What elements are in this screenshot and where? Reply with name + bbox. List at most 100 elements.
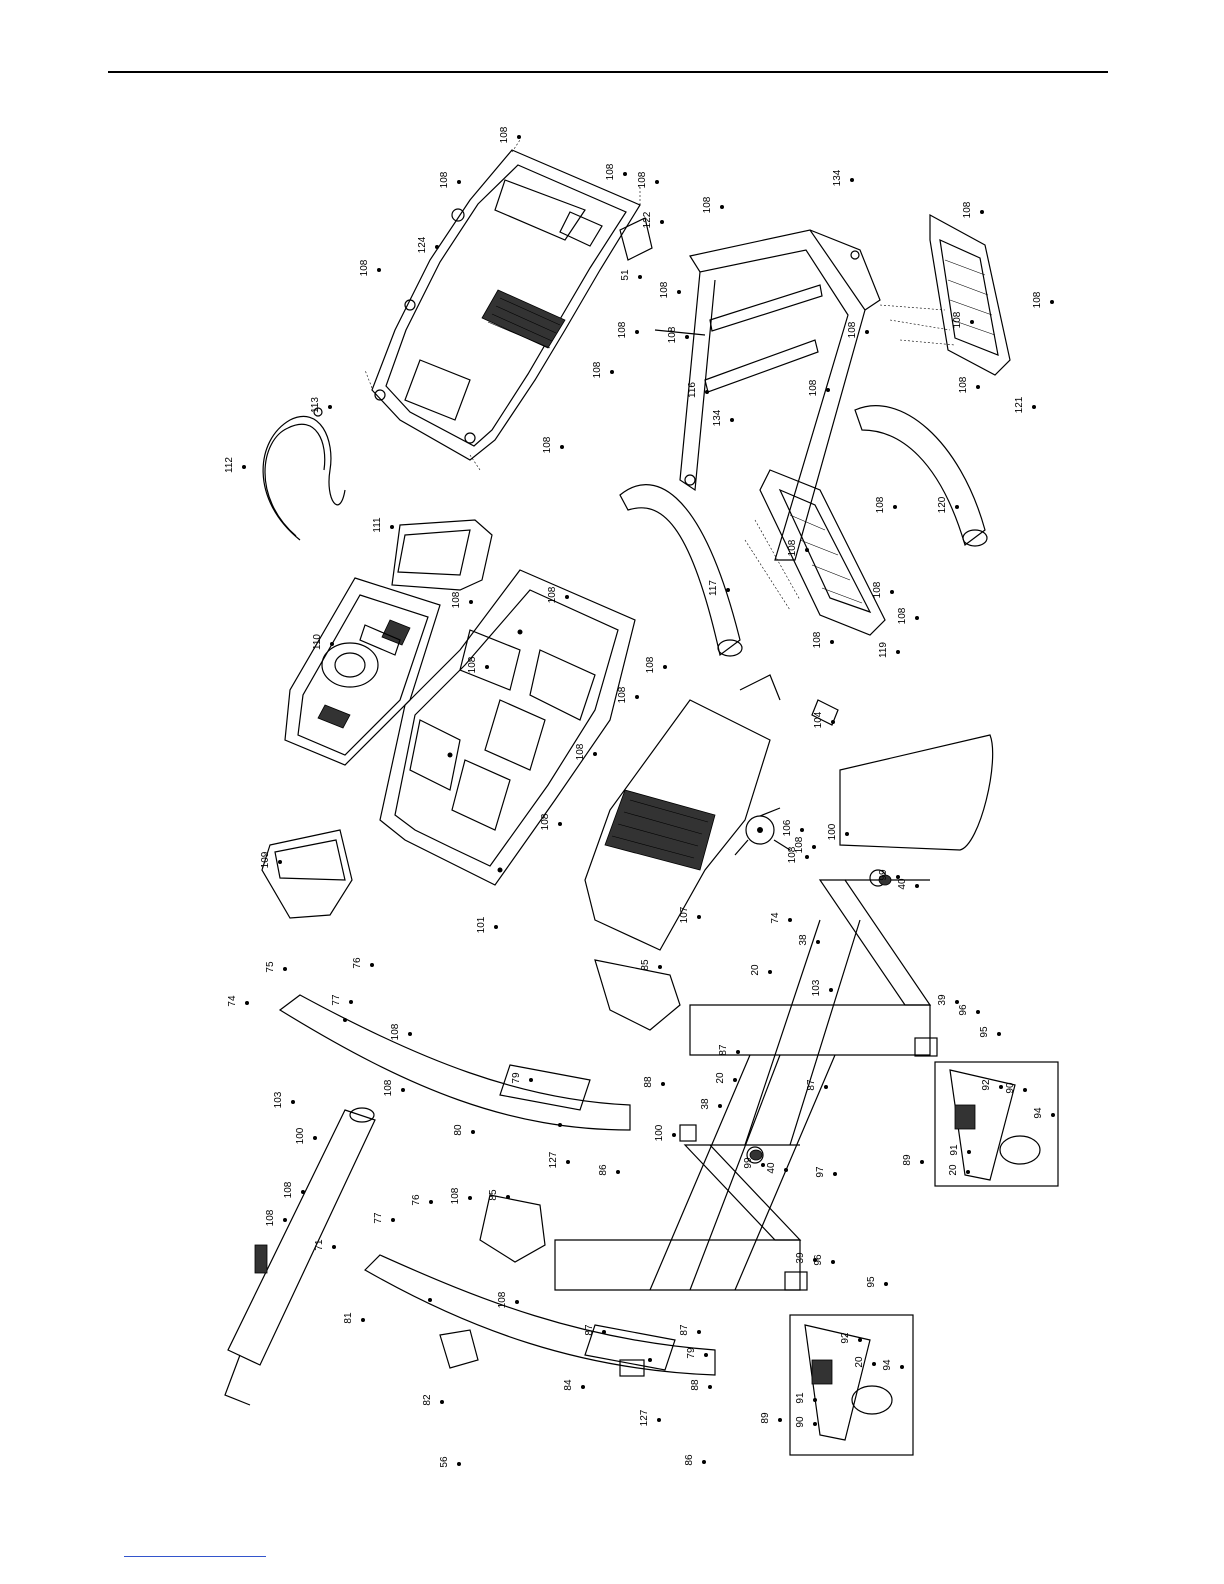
- callout-marker: [1050, 300, 1054, 304]
- callout-marker: [655, 180, 659, 184]
- callout-marker: [332, 1245, 336, 1249]
- mount-plate-lower: [584, 1324, 676, 1371]
- part-callout-87: 87: [718, 1044, 729, 1056]
- part-callout-96: 96: [813, 1254, 824, 1266]
- part-callout-108: 108: [265, 1209, 276, 1226]
- part-callout-119: 119: [878, 642, 889, 658]
- callout-marker: [391, 1218, 395, 1222]
- part-callout-111: 111: [372, 517, 383, 533]
- callout-marker: [291, 1100, 295, 1104]
- callout-marker: [761, 1163, 765, 1167]
- part-callout-85: 85: [488, 1189, 499, 1201]
- part-callout-76: 76: [411, 1194, 422, 1206]
- part-callout-121: 121: [1014, 396, 1025, 413]
- callout-marker: [865, 330, 869, 334]
- part-callout-94: 94: [882, 1359, 893, 1371]
- part-callout-71: 71: [314, 1239, 325, 1251]
- callout-marker: [602, 1330, 606, 1334]
- callout-marker: [824, 1085, 828, 1089]
- callout-marker: [457, 1462, 461, 1466]
- callout-marker: [812, 845, 816, 849]
- callout-marker: [967, 1150, 971, 1154]
- part-callout-95: 95: [866, 1276, 877, 1288]
- part-callout-108: 108: [390, 1023, 401, 1040]
- callout-marker: [896, 650, 900, 654]
- part-callout-108: 108: [812, 631, 823, 648]
- part-callout-108: 108: [702, 196, 713, 213]
- part-callout-75: 75: [265, 961, 276, 973]
- callout-marker: [976, 1010, 980, 1014]
- callout-marker: [915, 616, 919, 620]
- hood-cover: [364, 139, 653, 471]
- callout-marker: [980, 210, 984, 214]
- mount-plate-upper: [499, 1064, 591, 1111]
- part-callout-97: 97: [815, 1166, 826, 1178]
- part-callout-108: 108: [499, 126, 510, 143]
- callout-marker: [997, 1032, 1001, 1036]
- part-callout-117: 117: [708, 580, 719, 596]
- part-callout-101: 101: [476, 916, 487, 933]
- callout-marker: [805, 855, 809, 859]
- part-callout-87: 87: [806, 1079, 817, 1091]
- part-callout-20: 20: [854, 1356, 865, 1368]
- part-callout-108: 108: [637, 171, 648, 188]
- part-callout-116: 116: [687, 382, 698, 398]
- callout-marker: [661, 1082, 665, 1086]
- part-callout-81: 81: [343, 1312, 354, 1324]
- handrail-cover-left: [619, 484, 743, 657]
- callout-marker: [685, 335, 689, 339]
- part-callout-113: 113: [310, 397, 321, 413]
- part-callout-40: 40: [897, 878, 908, 890]
- callout-marker: [377, 268, 381, 272]
- callout-marker: [672, 1133, 676, 1137]
- part-callout-90: 90: [795, 1416, 806, 1428]
- part-callout-108: 108: [958, 376, 969, 393]
- callout-marker: [733, 1078, 737, 1082]
- part-callout-103: 103: [811, 979, 822, 996]
- callout-marker: [349, 1000, 353, 1004]
- part-callout-103: 103: [273, 1091, 284, 1108]
- callout-marker: [558, 822, 562, 826]
- callout-marker: [697, 915, 701, 919]
- callout-marker: [702, 1460, 706, 1464]
- roller-block: [679, 1124, 697, 1142]
- callout-marker: [560, 445, 564, 449]
- part-callout-92: 92: [840, 1332, 851, 1344]
- callout-marker: [999, 1085, 1003, 1089]
- callout-marker: [788, 918, 792, 922]
- callout-marker: [565, 595, 569, 599]
- part-callout-56: 56: [439, 1456, 450, 1468]
- callout-marker: [408, 1032, 412, 1036]
- callout-marker: [784, 1168, 788, 1172]
- part-callout-108: 108: [451, 591, 462, 608]
- part-callout-40: 40: [766, 1162, 777, 1174]
- callout-marker: [829, 988, 833, 992]
- callout-marker: [429, 1200, 433, 1204]
- callout-marker: [858, 1338, 862, 1342]
- part-callout-104: 104: [813, 711, 824, 728]
- part-callout-108: 108: [875, 496, 886, 513]
- right-upright-tube: [364, 1254, 716, 1376]
- part-callout-86: 86: [598, 1164, 609, 1176]
- part-callout-108: 108: [847, 321, 858, 338]
- footer-link-rule: [124, 1556, 266, 1557]
- callout-marker: [457, 180, 461, 184]
- callout-marker: [283, 967, 287, 971]
- foot-pad: [619, 1359, 645, 1377]
- part-callout-108: 108: [540, 813, 551, 830]
- fan-assembly: [734, 807, 791, 856]
- callout-marker: [970, 320, 974, 324]
- callout-marker: [485, 665, 489, 669]
- part-callout-38: 38: [798, 934, 809, 946]
- part-callout-109: 109: [260, 851, 271, 868]
- callout-marker: [435, 245, 439, 249]
- part-callout-134: 134: [712, 409, 723, 426]
- part-callout-76: 76: [352, 957, 363, 969]
- callout-marker: [830, 640, 834, 644]
- callout-marker: [697, 1330, 701, 1334]
- callout-marker: [313, 1136, 317, 1140]
- leveler-lower: [749, 1149, 763, 1161]
- callout-marker: [566, 1160, 570, 1164]
- console-bin: [261, 829, 353, 919]
